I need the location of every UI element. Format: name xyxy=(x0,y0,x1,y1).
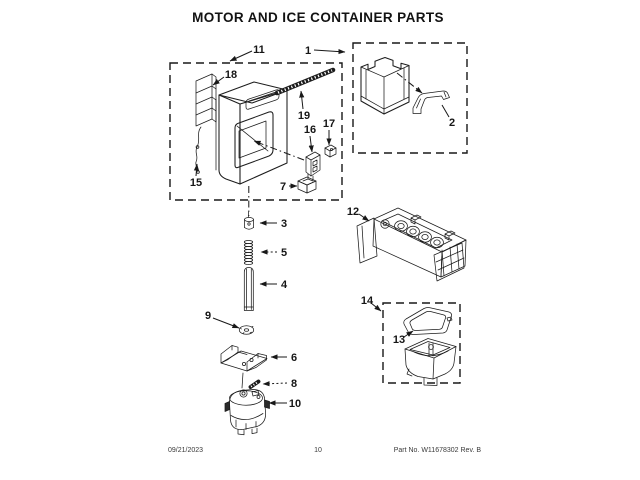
bucket-handle-drawing xyxy=(412,90,450,114)
callout-1-label: 1 xyxy=(305,45,311,57)
assembly-box-1 xyxy=(352,42,468,154)
footer-date: 09/21/2023 xyxy=(168,447,203,454)
callout-8-leader xyxy=(262,381,288,387)
callout-17-label: 17 xyxy=(323,118,335,130)
grille-panel-drawing xyxy=(195,73,217,127)
callout-11-label: 11 xyxy=(253,44,265,56)
callout-11-leader xyxy=(229,50,253,62)
callout-7: 7 xyxy=(280,181,298,193)
callout-12: 12 xyxy=(347,206,370,222)
spring-drawing xyxy=(243,240,254,265)
assembly-box-14 xyxy=(382,302,461,384)
callout-9: 9 xyxy=(205,310,240,329)
clip-nut-drawing xyxy=(324,144,337,158)
callout-16-leader xyxy=(308,135,314,153)
connector-16-to-container xyxy=(253,140,305,161)
callout-5: 5 xyxy=(260,247,287,259)
callout-16: 16 xyxy=(304,124,316,153)
callout-5-label: 5 xyxy=(281,247,287,259)
callout-9-label: 9 xyxy=(205,310,211,322)
callout-4: 4 xyxy=(259,279,288,291)
callout-8-label: 8 xyxy=(291,378,297,390)
callout-7-label: 7 xyxy=(280,181,286,193)
callout-2-leader xyxy=(441,104,450,118)
callout-9-leader xyxy=(212,317,240,329)
auger-shaft-drawing xyxy=(243,267,254,311)
callout-12-label: 12 xyxy=(347,206,359,218)
callout-14: 14 xyxy=(361,295,382,312)
callout-15: 15 xyxy=(190,163,202,189)
callout-13-label: 13 xyxy=(393,334,405,346)
callout-18: 18 xyxy=(212,69,237,86)
gasket-drawing xyxy=(403,307,453,335)
callout-13-leader xyxy=(403,330,414,338)
callout-18-label: 18 xyxy=(225,69,237,81)
callout-2: 2 xyxy=(441,104,455,129)
callout-17: 17 xyxy=(323,118,335,146)
callout-10: 10 xyxy=(268,398,301,410)
callout-19-leader xyxy=(299,90,305,110)
crusher-housing-drawing xyxy=(404,338,457,386)
callout-14-leader xyxy=(370,302,382,312)
callout-2-label: 2 xyxy=(449,117,455,129)
coupler-drawing xyxy=(244,211,254,230)
ice-container-drawing xyxy=(215,81,288,185)
footer-page-number: 10 xyxy=(314,447,322,454)
threaded-rod-drawing xyxy=(274,67,336,96)
assembly-box-11 xyxy=(169,62,343,201)
callout-4-label: 4 xyxy=(281,279,288,291)
callout-16-label: 16 xyxy=(304,124,316,136)
bracket-motor-centerline xyxy=(241,372,244,389)
callout-11: 11 xyxy=(229,44,265,62)
callout-1-leader xyxy=(313,48,346,55)
callout-8: 8 xyxy=(262,378,297,390)
callout-10-label: 10 xyxy=(289,398,301,410)
callout-6-label: 6 xyxy=(291,352,297,364)
ice-bucket-drawing xyxy=(360,56,410,115)
callout-12-leader xyxy=(358,213,370,222)
switch-bracket-drawing xyxy=(305,151,321,182)
washer-drawing xyxy=(238,325,255,335)
switch-box-drawing xyxy=(297,176,317,194)
motor-bracket-drawing xyxy=(220,345,268,372)
callout-3: 3 xyxy=(259,218,287,230)
callout-3-label: 3 xyxy=(281,218,287,230)
ice-maker-drawing xyxy=(356,207,467,282)
callout-19-label: 19 xyxy=(298,110,310,122)
callout-14-label: 14 xyxy=(361,295,374,307)
callout-18-leader xyxy=(212,76,225,86)
callout-6: 6 xyxy=(270,352,297,364)
page-title: MOTOR AND ICE CONTAINER PARTS xyxy=(192,10,444,25)
connector-bucket-to-handle xyxy=(396,72,423,94)
callout-15-label: 15 xyxy=(190,177,202,189)
callout-13: 13 xyxy=(393,330,414,346)
callout-1: 1 xyxy=(305,45,346,57)
callout-19: 19 xyxy=(298,90,310,122)
callout-15-leader xyxy=(193,163,200,177)
pin-drawing xyxy=(248,379,261,389)
footer-part-number: Part No. W11678302 Rev. B xyxy=(394,447,482,454)
auger-motor-drawing xyxy=(224,389,270,436)
